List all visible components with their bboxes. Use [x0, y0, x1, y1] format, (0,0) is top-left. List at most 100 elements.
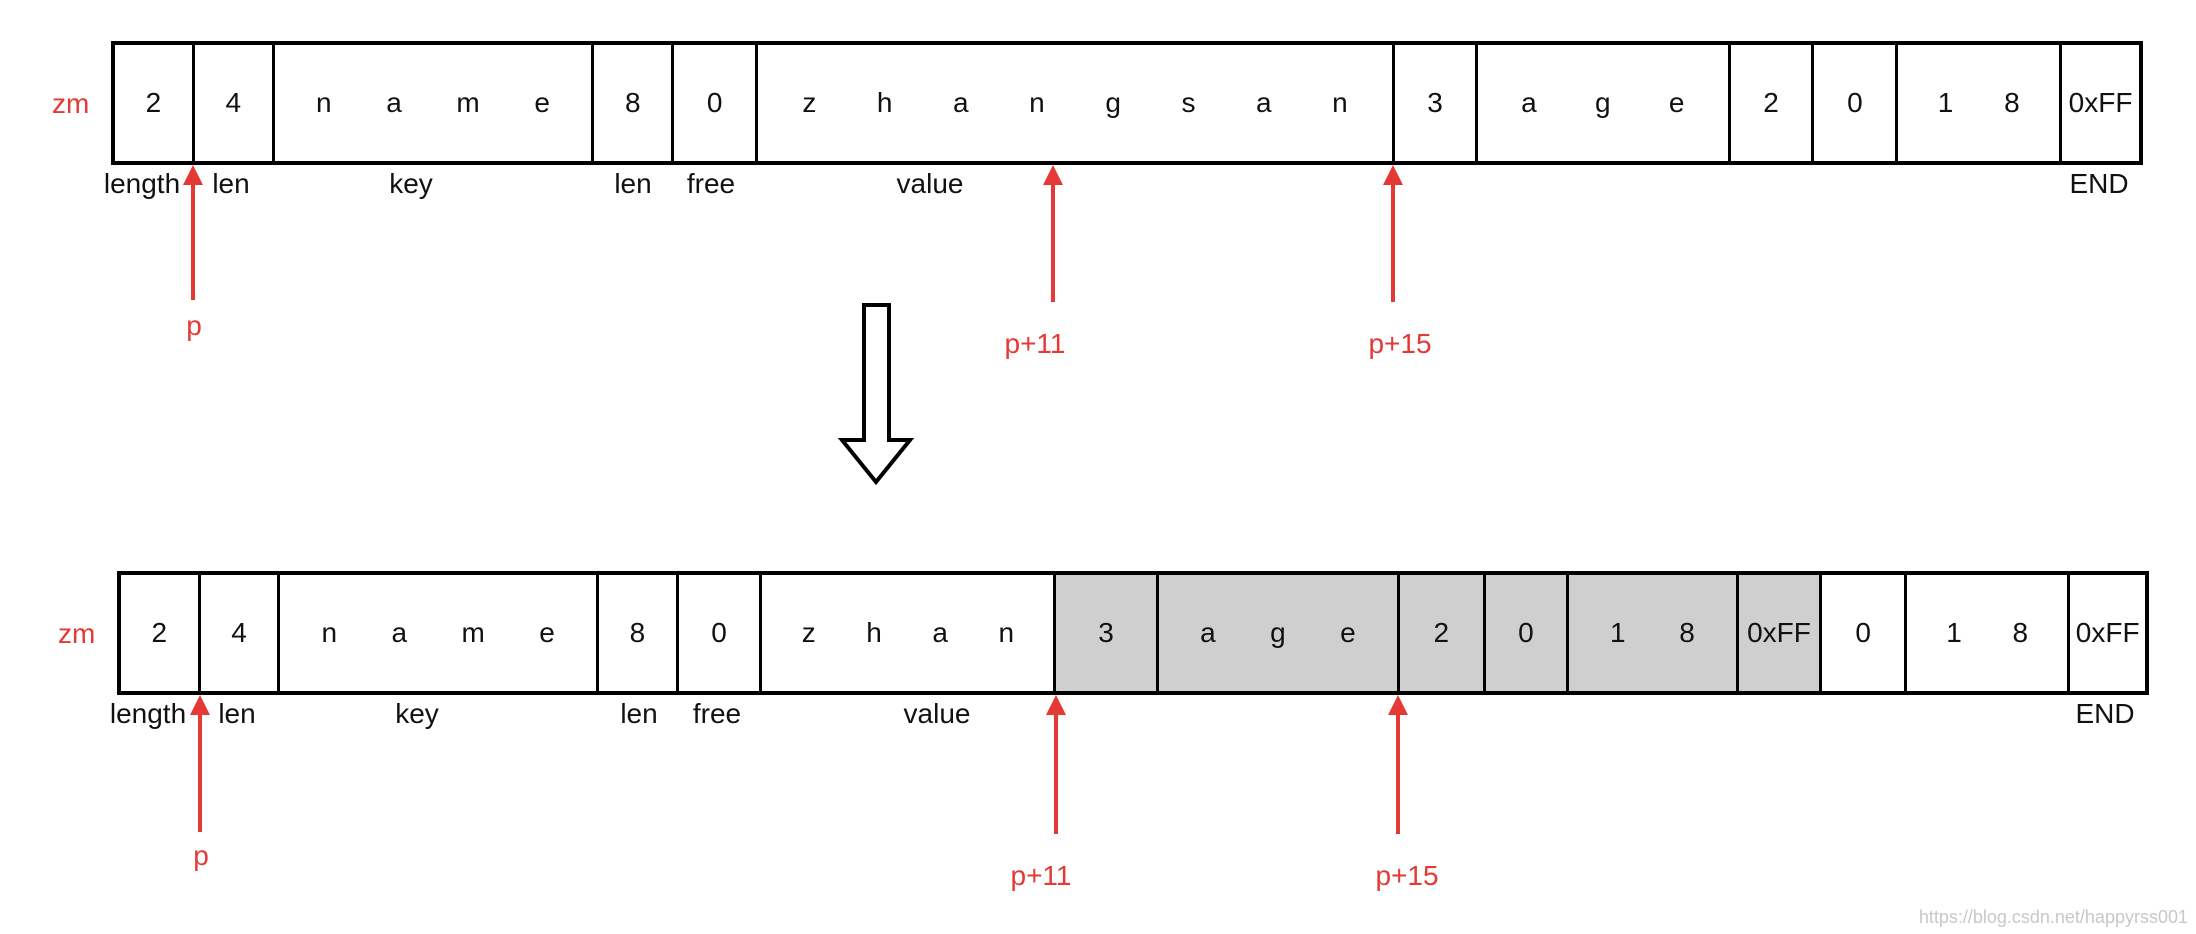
bottom-cell-key-char: n [321, 617, 338, 648]
bottom-label-free: free [692, 698, 742, 729]
bottom-label-len2: len [620, 698, 658, 729]
bottom-cell-length-char: 2 [151, 617, 168, 648]
top-row-label: zm [52, 88, 90, 119]
top-cell-value-char: n [1029, 87, 1045, 118]
bottom-cell-length: 2 [121, 575, 201, 691]
top-cell-free-char: 0 [706, 87, 723, 118]
top-label-value: value [896, 168, 964, 199]
top-cell-key-char: a [386, 87, 402, 118]
transform-down-arrow [837, 303, 915, 486]
bottom-pointer-p-label: p [193, 840, 209, 871]
top-cell-value2-char: 8 [2004, 87, 2020, 118]
bottom-cell-end-char: 0xFF [2075, 617, 2140, 648]
bottom-cell-len1-char: 4 [231, 617, 247, 648]
bottom-cell-len3-char: 3 [1098, 617, 1114, 648]
bottom-cell-stale-free-char: 0 [1855, 617, 1871, 648]
bottom-cell-key2-char: a [1200, 617, 1216, 648]
top-cell-len4-char: 2 [1763, 87, 1779, 118]
top-cell-value-char: a [1256, 87, 1272, 118]
bottom-cell-len2-char: 8 [629, 617, 646, 648]
bottom-cell-key-char: m [461, 617, 485, 648]
bottom-cell-value2-char: 8 [1679, 617, 1695, 648]
top-cell-end-char: 0xFF [2068, 87, 2133, 118]
top-label-len: len [212, 168, 250, 199]
top-pointer-p15-label: p+15 [1368, 328, 1432, 359]
bottom-cell-len4: 2 [1399, 575, 1486, 691]
bottom-label-key: key [395, 698, 439, 729]
bottom-label-length: length [109, 698, 187, 729]
top-label-free: free [686, 168, 736, 199]
bottom-cell-free2: 0 [1485, 575, 1570, 691]
top-cell-value2-char: 1 [1937, 87, 1954, 118]
top-cell-len4: 2 [1731, 45, 1815, 161]
top-cell-free2: 0 [1814, 45, 1899, 161]
top-cell-len3: 3 [1395, 45, 1478, 161]
top-cell-value-char: a [953, 87, 969, 118]
top-label-end: END [2069, 168, 2129, 199]
bottom-cell-end-moved-char: 0xFF [1747, 617, 1811, 648]
top-label-length: length [103, 168, 181, 199]
bottom-cell-stale-value-char: 8 [2012, 617, 2029, 648]
top-pointer-p-label: p [186, 310, 202, 341]
bottom-cell-key-char: e [539, 617, 555, 648]
top-cell-key2-char: e [1668, 87, 1685, 118]
top-cell-free: 0 [674, 45, 759, 161]
top-cell-key-char: e [534, 87, 550, 118]
top-label-len2: len [614, 168, 652, 199]
bottom-label-value: value [903, 698, 971, 729]
bottom-cell-free: 0 [679, 575, 763, 691]
top-cell-key-char: n [316, 87, 332, 118]
bottom-cell-key-char: a [391, 617, 408, 648]
bottom-cell-free2-char: 0 [1518, 617, 1534, 648]
top-cell-key2-char: a [1521, 87, 1537, 118]
bottom-pointer-p11-label: p+11 [1010, 860, 1072, 891]
top-pointer-p11-label: p+11 [1004, 328, 1066, 359]
bottom-row-label: zm [58, 618, 96, 649]
bottom-cell-len4-char: 2 [1433, 617, 1450, 648]
top-cell-value-char: n [1332, 87, 1348, 118]
top-label-key: key [389, 168, 433, 199]
bottom-cell-stale-free: 0 [1822, 575, 1907, 691]
top-cell-len1: 4 [195, 45, 275, 161]
bottom-pointer-p15-label: p+15 [1375, 860, 1439, 891]
watermark: https://blog.csdn.net/happyrss001 [1918, 907, 2188, 927]
bottom-cell-key2-char: g [1270, 617, 1286, 648]
top-cell-length-char: 2 [145, 87, 162, 118]
bottom-cell-len1: 4 [201, 575, 281, 691]
bottom-cell-value-char: z [801, 617, 816, 648]
bottom-cell-value2-char: 1 [1610, 617, 1626, 648]
bottom-cell-value-char: n [998, 617, 1015, 648]
top-cell-key2-char: g [1594, 87, 1611, 118]
bottom-cell-stale-value-char: 1 [1946, 617, 1962, 648]
bottom-cell-len3: 3 [1056, 575, 1159, 691]
bottom-cell-value-char: h [866, 617, 882, 648]
top-cell-len1-char: 4 [225, 87, 242, 118]
bottom-cell-end: 0xFF [2070, 575, 2145, 691]
bottom-cell-key2-char: e [1340, 617, 1356, 648]
top-cell-length: 2 [115, 45, 195, 161]
bottom-cell-value-char: a [932, 617, 948, 648]
bottom-cell-len2: 8 [599, 575, 679, 691]
top-cell-value-char: z [802, 87, 817, 118]
top-cell-value-char: h [876, 87, 893, 118]
top-cell-value-char: g [1105, 87, 1121, 118]
top-cell-value-char: s [1181, 87, 1196, 118]
bottom-label-len: len [218, 698, 256, 729]
bottom-cell-free-char: 0 [711, 617, 727, 648]
top-cell-key-char: m [456, 87, 480, 118]
bottom-label-end: END [2075, 698, 2135, 729]
bottom-cell-end-moved: 0xFF [1738, 575, 1823, 691]
top-cell-len2: 8 [594, 45, 675, 161]
